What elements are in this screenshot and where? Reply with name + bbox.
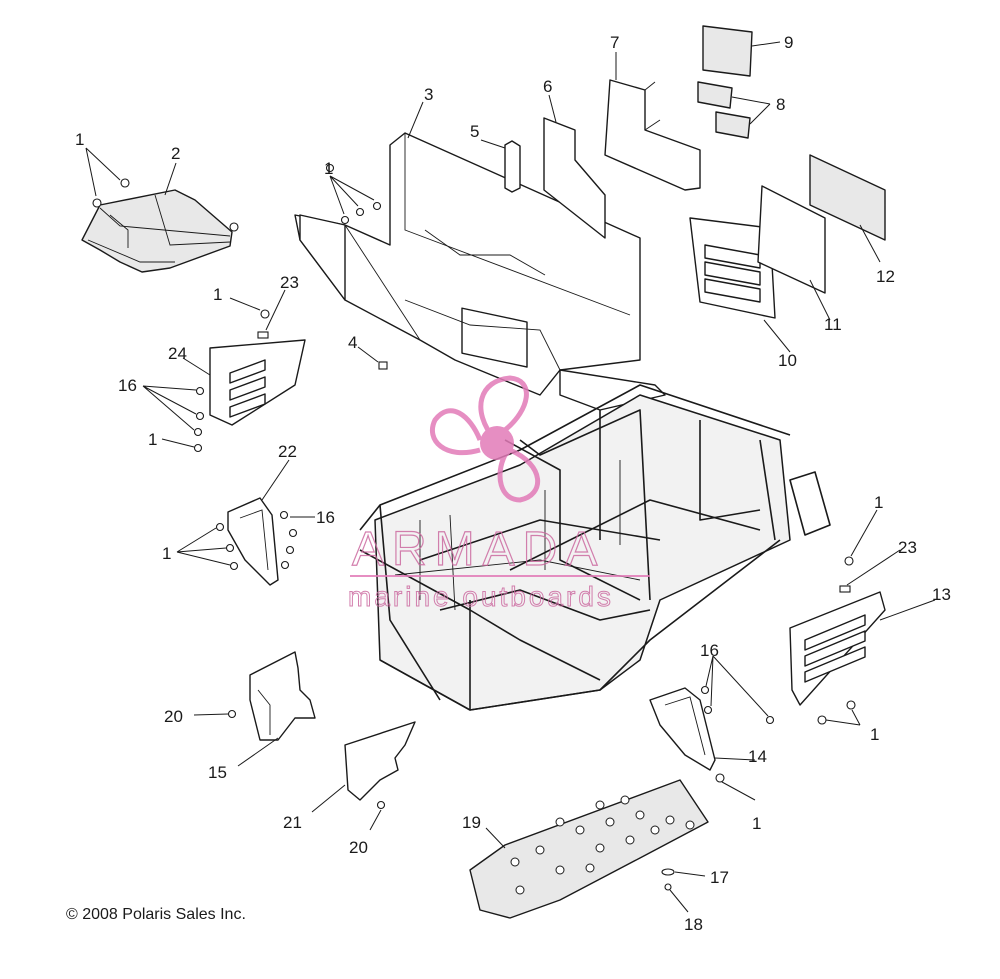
propeller-logo-icon [429, 375, 540, 503]
callout-3: 3 [424, 85, 433, 104]
callout-4: 4 [348, 333, 357, 352]
chassis-frame [359, 384, 831, 711]
part-24-side-panel [209, 339, 306, 426]
callout-1-e: 1 [162, 544, 171, 563]
callout-2: 2 [171, 144, 180, 163]
callout-16-a: 16 [118, 376, 137, 395]
callout-1-f: 1 [874, 493, 883, 512]
callout-17: 17 [710, 868, 729, 887]
callout-1-b: 1 [324, 159, 333, 178]
callout-6: 6 [543, 77, 552, 96]
callout-1-a: 1 [75, 130, 84, 149]
callout-20-a: 20 [164, 707, 183, 726]
callout-22: 22 [278, 442, 297, 461]
callout-18: 18 [684, 915, 703, 934]
fasteners [92, 163, 856, 891]
part-19-skid-plate [469, 779, 709, 919]
callout-12: 12 [876, 267, 895, 286]
callout-15: 15 [208, 763, 227, 782]
callout-1-d: 1 [148, 430, 157, 449]
part-12-foam-pad [809, 154, 886, 241]
callout-1-h: 1 [752, 814, 761, 833]
callout-14: 14 [748, 747, 767, 766]
callout-11: 11 [824, 315, 842, 334]
callout-16-b: 16 [316, 508, 335, 527]
callout-5: 5 [470, 122, 479, 141]
part-7-foam-block [604, 79, 701, 191]
part-8-pads [697, 81, 751, 139]
callout-19: 19 [462, 813, 481, 832]
callout-13: 13 [932, 585, 951, 604]
propeller-hub-icon [480, 426, 514, 460]
part-21-guard [344, 721, 416, 801]
part-9-pad [702, 25, 753, 77]
part-5-block [504, 140, 521, 193]
part-15-guard [249, 651, 316, 741]
armada-watermark: ARMADA marine outboards [348, 375, 650, 613]
callout-9: 9 [784, 33, 793, 52]
part-14-bracket [649, 687, 716, 771]
copyright-notice: © 2008 Polaris Sales Inc. [66, 906, 246, 923]
callout-10: 10 [778, 351, 797, 370]
part-22-bracket [227, 497, 279, 586]
callout-23-b: 23 [898, 538, 917, 557]
part-3-bed-box [294, 132, 666, 411]
callout-20-b: 20 [349, 838, 368, 857]
skid-plate-holes [510, 795, 695, 895]
part-2-front-cover [81, 189, 233, 273]
callout-8: 8 [776, 95, 785, 114]
watermark-tagline: marine outboards [348, 581, 614, 612]
callout-16-c: 16 [700, 641, 719, 660]
callout-24: 24 [168, 344, 187, 363]
part-11-sheet [757, 185, 826, 294]
callout-7: 7 [610, 33, 619, 52]
callout-1-c: 1 [213, 285, 222, 304]
part-10-vent-panel [689, 217, 776, 319]
part-6-panel [543, 117, 606, 239]
callout-1-g: 1 [870, 725, 879, 744]
callout-23-a: 23 [280, 273, 299, 292]
part-13-side-panel [789, 591, 886, 706]
callout-labels: 1 2 3 1 5 6 7 9 8 1 23 4 24 16 1 22 16 1… [75, 33, 951, 934]
leader-lines [85, 41, 936, 913]
callout-21: 21 [283, 813, 302, 832]
watermark-brand: ARMADA [352, 523, 605, 576]
